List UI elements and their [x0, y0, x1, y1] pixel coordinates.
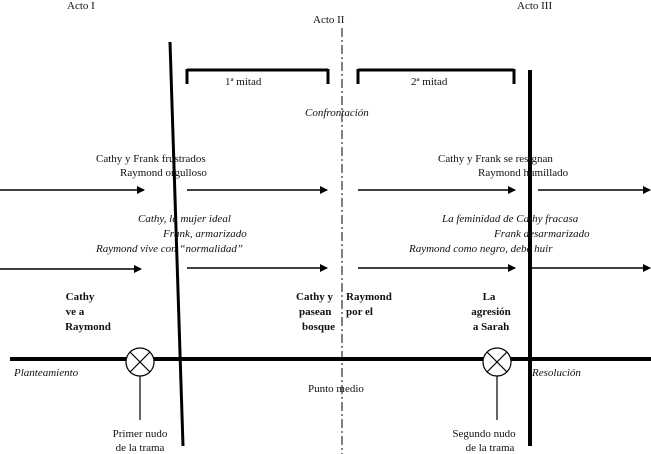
- event3-line1: La: [482, 291, 496, 303]
- event1-line1: Cathy: [65, 291, 95, 303]
- event2-left-line1: Cathy y: [296, 291, 333, 303]
- setup-label: Planteamiento: [14, 367, 79, 379]
- first-half-bracket: [185, 68, 330, 84]
- second-half-bracket: [356, 68, 516, 84]
- row2-left-line3: Raymond vive con “normalidad”: [96, 243, 243, 255]
- plot-point-1-line1: Primer nudo: [112, 428, 168, 440]
- plot-point-2-line2: de la trama: [465, 442, 515, 454]
- confrontation-label: Confrontación: [305, 107, 369, 119]
- act1-label: Acto I: [67, 0, 95, 12]
- row1-left-line2: Raymond orgulloso: [120, 167, 207, 179]
- row2-right-line3: Raymond como negro, debe huir: [409, 243, 553, 255]
- row1-right-line2: Raymond humillado: [478, 167, 569, 179]
- second-half-label: 2ª mitad: [411, 76, 448, 88]
- event1-line3: Raymond: [65, 321, 111, 333]
- event2-right-line2: por el: [346, 306, 373, 318]
- event3-line2: agresión: [471, 306, 511, 318]
- plot-point-2-node: [482, 347, 512, 420]
- event2-left-line3: bosque: [302, 321, 336, 333]
- event1-line2: ve a: [65, 306, 85, 318]
- event2-right-line1: Raymond: [346, 291, 392, 303]
- event3-line3: a Sarah: [472, 321, 510, 333]
- plot-point-1-node: [125, 347, 155, 420]
- midpoint-label: Punto medio: [308, 383, 364, 395]
- row2-right-line1: La feminidad de Cathy fracasa: [442, 213, 579, 225]
- row1-right-line1: Cathy y Frank se resignan: [438, 153, 553, 165]
- row2-left-line2: Frank, armarizado: [163, 228, 247, 240]
- plot-point-1-line2: de la trama: [115, 442, 165, 454]
- row2-right-line2: Frank desarmarizado: [494, 228, 590, 240]
- act2-label: Acto II: [313, 14, 345, 26]
- row2-left-line1: Cathy, la mujer ideal: [138, 213, 231, 225]
- resolution-label: Resolución: [532, 367, 581, 379]
- act1-divider: [168, 41, 185, 447]
- act3-label: Acto III: [517, 0, 553, 12]
- plot-point-2-line1: Segundo nudo: [452, 428, 516, 440]
- row1-left-line1: Cathy y Frank frustrados: [96, 153, 206, 165]
- first-half-label: 1ª mitad: [225, 76, 262, 88]
- event2-left-line2: pasean: [299, 306, 332, 318]
